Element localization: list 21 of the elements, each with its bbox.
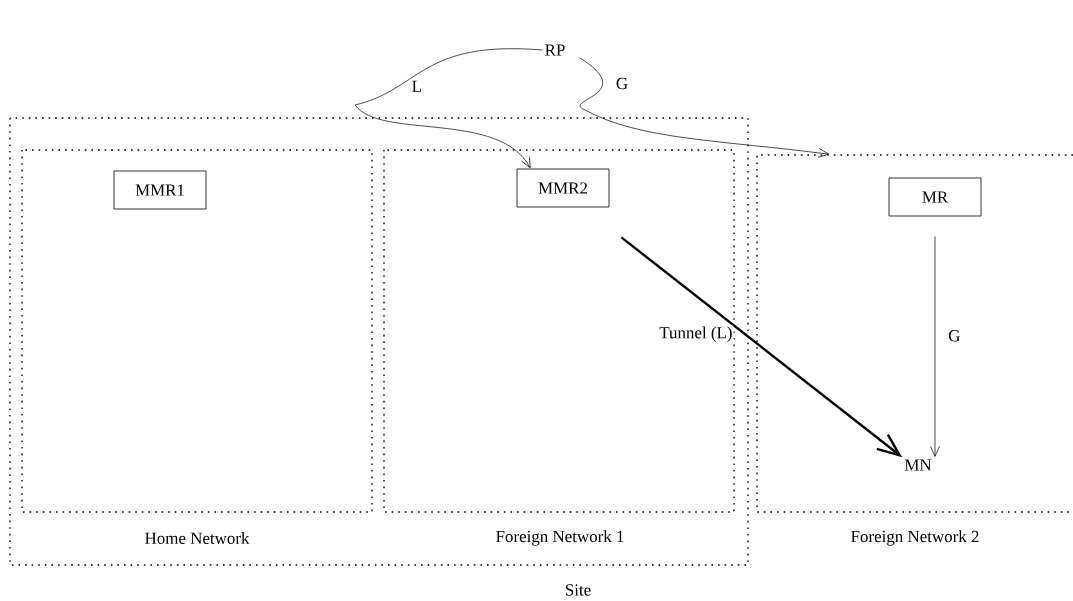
edge-label: L: [410, 79, 423, 93]
edge-label: Tunnel (L): [658, 325, 734, 343]
router-box: MMR2: [516, 168, 610, 208]
region-label: Site: [565, 584, 591, 596]
arrow: [930, 236, 940, 457]
arrow: [579, 57, 830, 158]
router-box: MMR1: [113, 170, 207, 210]
arrow: [354, 48, 543, 169]
region-label: Home Network: [145, 532, 250, 544]
arrow: [620, 236, 903, 458]
network-region: [9, 117, 749, 566]
edge-label: G: [614, 76, 630, 91]
network-region: [383, 149, 735, 513]
router-box: MR: [888, 177, 982, 217]
node-label: MN: [904, 459, 932, 471]
edge-label: G: [947, 329, 962, 343]
node-label: RP: [545, 44, 565, 56]
network-region: [756, 154, 1073, 513]
region-label: Foreign Network 2: [851, 530, 979, 546]
network-region: [21, 149, 373, 513]
region-label: Foreign Network 1: [496, 530, 624, 546]
